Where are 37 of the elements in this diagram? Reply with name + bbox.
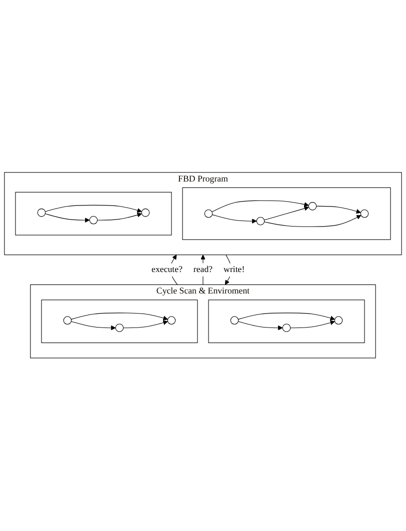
node-circle — [115, 324, 124, 332]
node-circle — [308, 202, 317, 211]
node-circle — [89, 216, 98, 225]
arrow — [212, 200, 309, 212]
arrow — [264, 215, 362, 228]
node-circle — [334, 316, 343, 325]
arrow — [70, 321, 116, 331]
cluster — [15, 192, 172, 236]
edge-label: write! — [224, 265, 245, 275]
cluster: FBD Program — [4, 172, 402, 256]
cluster — [208, 300, 365, 344]
node-circle — [37, 208, 46, 218]
cluster — [41, 300, 198, 344]
arrow — [238, 312, 336, 321]
arrow — [224, 254, 232, 286]
node-circle — [167, 316, 176, 325]
cluster: Cycle Scan & Enviroment — [30, 284, 376, 359]
edge-label: execute? — [152, 265, 182, 275]
arrow — [264, 206, 310, 221]
arrow — [212, 214, 257, 224]
arrow — [70, 312, 168, 321]
arrow — [238, 321, 283, 331]
arrow — [44, 205, 142, 213]
node-circle — [360, 210, 369, 218]
arrow — [44, 214, 90, 223]
cluster — [182, 188, 391, 240]
node-circle — [230, 316, 239, 325]
arrow — [123, 320, 168, 328]
arrow — [316, 206, 361, 214]
edge-label: read? — [193, 265, 213, 274]
node-circle — [282, 324, 291, 332]
node-circle — [256, 217, 265, 226]
node-circle — [204, 210, 213, 218]
arrow — [290, 320, 336, 328]
arrow — [97, 212, 142, 221]
node-circle — [141, 208, 150, 218]
node-circle — [63, 316, 72, 325]
